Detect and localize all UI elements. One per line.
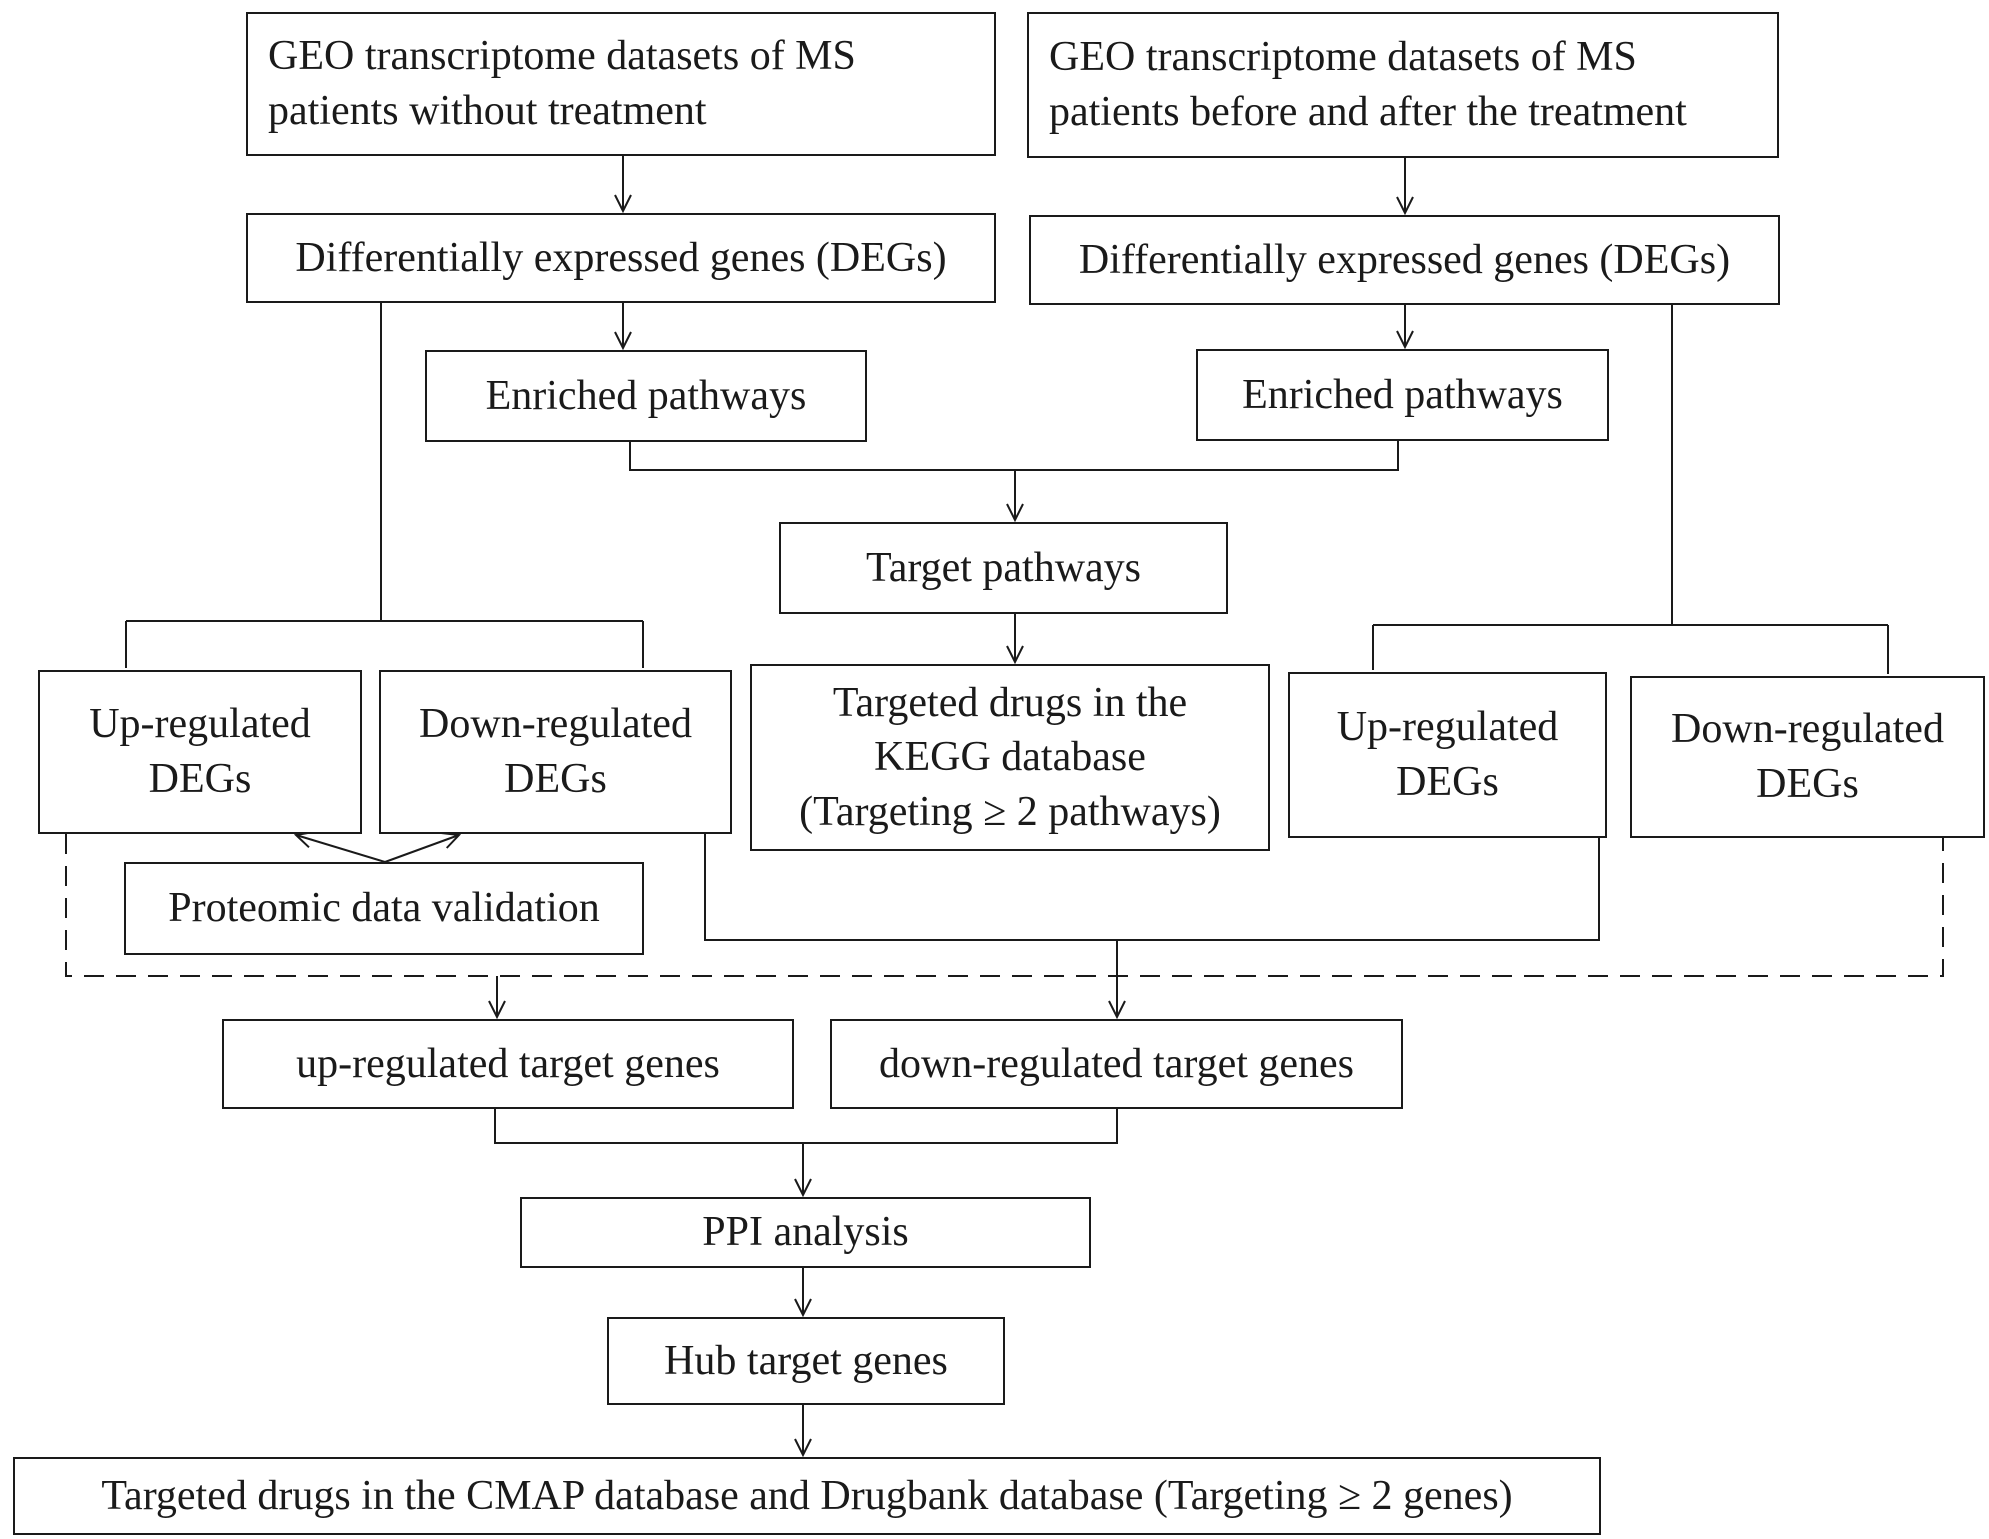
kegg-drugs-box: Targeted drugs in the KEGG database (Tar… <box>750 664 1270 851</box>
cmap-drugs-box: Targeted drugs in the CMAP database and … <box>13 1457 1601 1535</box>
up-degs-right-line2: DEGs <box>1396 759 1499 805</box>
ppi-analysis-label: PPI analysis <box>702 1209 909 1256</box>
geo-treated-line2: patients before and after the treatment <box>1049 89 1687 135</box>
arrow-proteomic-to-down-left <box>384 835 459 863</box>
arrow-proteomic-to-up-left <box>296 835 386 863</box>
down-degs-left-line1: Down-regulated <box>419 701 692 748</box>
up-degs-left-box: Up-regulated DEGs <box>38 670 362 834</box>
degs-right-label: Differentially expressed genes (DEGs) <box>1078 236 1731 283</box>
geo-untreated-line1: GEO transcriptome datasets of MS <box>268 33 856 80</box>
hub-target-genes-box: Hub target genes <box>607 1317 1005 1405</box>
up-target-genes-label: up-regulated target genes <box>296 1040 720 1087</box>
geo-treated-line1: GEO transcriptome datasets of MS <box>1049 34 1637 81</box>
degs-left-box: Differentially expressed genes (DEGs) <box>246 213 996 303</box>
kegg-drugs-line2: KEGG database <box>874 734 1146 781</box>
line-enriched-merge <box>629 441 1399 471</box>
enriched-left-label: Enriched pathways <box>485 372 807 419</box>
up-degs-right-line1: Up-regulated <box>1336 704 1559 751</box>
up-degs-left-line1: Up-regulated <box>89 701 311 748</box>
enriched-right-box: Enriched pathways <box>1196 349 1609 441</box>
down-degs-left-box: Down-regulated DEGs <box>379 670 732 834</box>
up-degs-right-box: Up-regulated DEGs <box>1288 672 1607 838</box>
line-up-left-down-right-dashed <box>65 834 1944 977</box>
kegg-drugs-line1: Targeted drugs in the <box>832 679 1188 726</box>
geo-treated-box: GEO transcriptome datasets of MS patient… <box>1027 12 1779 158</box>
down-degs-right-box: Down-regulated DEGs <box>1630 676 1985 838</box>
line-down-left-up-right-merge <box>704 834 1600 941</box>
line-target-genes-merge <box>494 1109 1118 1144</box>
proteomic-validation-box: Proteomic data validation <box>124 862 644 955</box>
degs-left-label: Differentially expressed genes (DEGs) <box>295 234 947 281</box>
up-target-genes-box: up-regulated target genes <box>222 1019 794 1109</box>
down-degs-right-line2: DEGs <box>1756 761 1859 807</box>
target-pathways-label: Target pathways <box>865 544 1142 591</box>
enriched-right-label: Enriched pathways <box>1242 371 1563 418</box>
down-degs-right-line1: Down-regulated <box>1671 706 1944 753</box>
enriched-left-box: Enriched pathways <box>425 350 867 442</box>
down-degs-left-line2: DEGs <box>504 756 607 802</box>
down-target-genes-label: down-regulated target genes <box>878 1040 1355 1087</box>
line-degs-right-split <box>1372 305 1889 674</box>
down-target-genes-box: down-regulated target genes <box>830 1019 1403 1109</box>
kegg-drugs-line3: (Targeting ≥ 2 pathways) <box>799 788 1221 835</box>
target-pathways-box: Target pathways <box>779 522 1228 614</box>
hub-target-genes-label: Hub target genes <box>664 1337 948 1384</box>
geo-untreated-box: GEO transcriptome datasets of MS patient… <box>246 12 996 156</box>
degs-right-box: Differentially expressed genes (DEGs) <box>1029 215 1780 305</box>
line-degs-left-split <box>125 303 644 668</box>
geo-untreated-line2: patients without treatment <box>268 88 707 134</box>
ppi-analysis-box: PPI analysis <box>520 1197 1091 1268</box>
cmap-drugs-label: Targeted drugs in the CMAP database and … <box>101 1472 1513 1519</box>
proteomic-validation-label: Proteomic data validation <box>168 885 600 932</box>
up-degs-left-line2: DEGs <box>148 756 252 802</box>
